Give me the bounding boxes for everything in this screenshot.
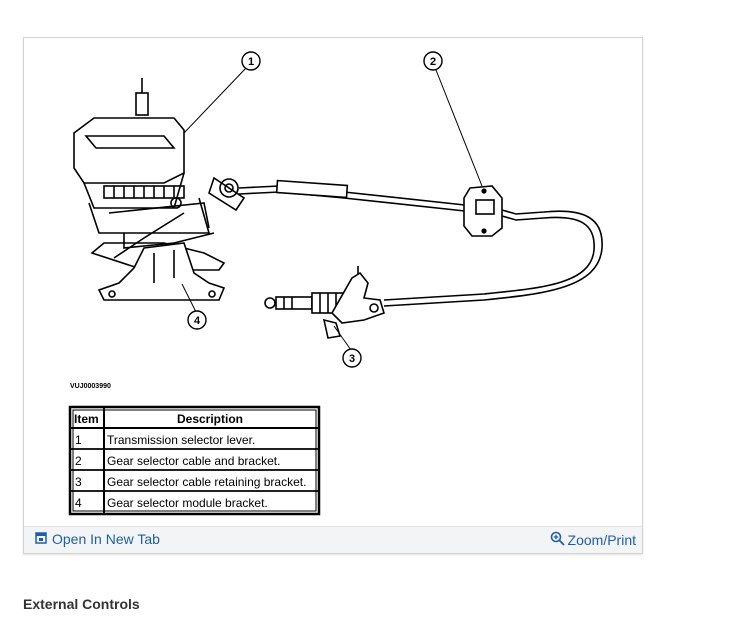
figure-toolbar: Open In New Tab Zoom/Print: [24, 526, 642, 553]
zoom-print-link[interactable]: Zoom/Print: [550, 531, 636, 549]
zoom-in-icon: [550, 531, 565, 549]
figure-code: VUJ0003990: [70, 383, 111, 390]
table-header-item: Item: [74, 412, 99, 426]
table-row-item: 2: [75, 454, 82, 468]
figure-card: 1 2 3 4 VUJ0003990 Item: [23, 37, 643, 554]
table-row-item: 4: [75, 496, 82, 510]
svg-text:1: 1: [248, 56, 254, 68]
table-row-description: Gear selector cable retaining bracket.: [107, 475, 306, 489]
cable-retaining-bracket-drawing: [264, 266, 385, 339]
svg-text:2: 2: [430, 56, 436, 68]
table-row-item: 1: [75, 433, 82, 447]
table-row-description: Gear selector cable and bracket.: [107, 454, 280, 468]
callout-4: 4: [181, 283, 207, 330]
table-header-description: Description: [177, 412, 243, 426]
table-row-description: Transmission selector lever.: [107, 433, 255, 447]
open-in-new-tab-label: Open In New Tab: [52, 531, 160, 547]
table-row-item: 3: [75, 475, 82, 489]
svg-text:4: 4: [194, 315, 201, 327]
transmission-selector-lever-drawing: [73, 78, 246, 301]
callout-1: 1: [183, 51, 261, 134]
parts-table: [68, 405, 321, 516]
gear-selector-diagram: 1 2 3 4 VUJ0003990 Item: [68, 51, 603, 516]
callout-2: 2: [423, 51, 483, 187]
table-row-description: Gear selector module bracket.: [107, 496, 268, 510]
section-heading: External Controls: [23, 596, 140, 612]
open-in-new-tab-icon: [35, 531, 47, 547]
zoom-print-label: Zoom/Print: [567, 532, 636, 548]
gear-selector-cable-drawing: [238, 179, 603, 307]
callout-3: 3: [333, 325, 362, 368]
svg-text:3: 3: [349, 353, 355, 365]
open-in-new-tab-link[interactable]: Open In New Tab: [35, 531, 160, 547]
